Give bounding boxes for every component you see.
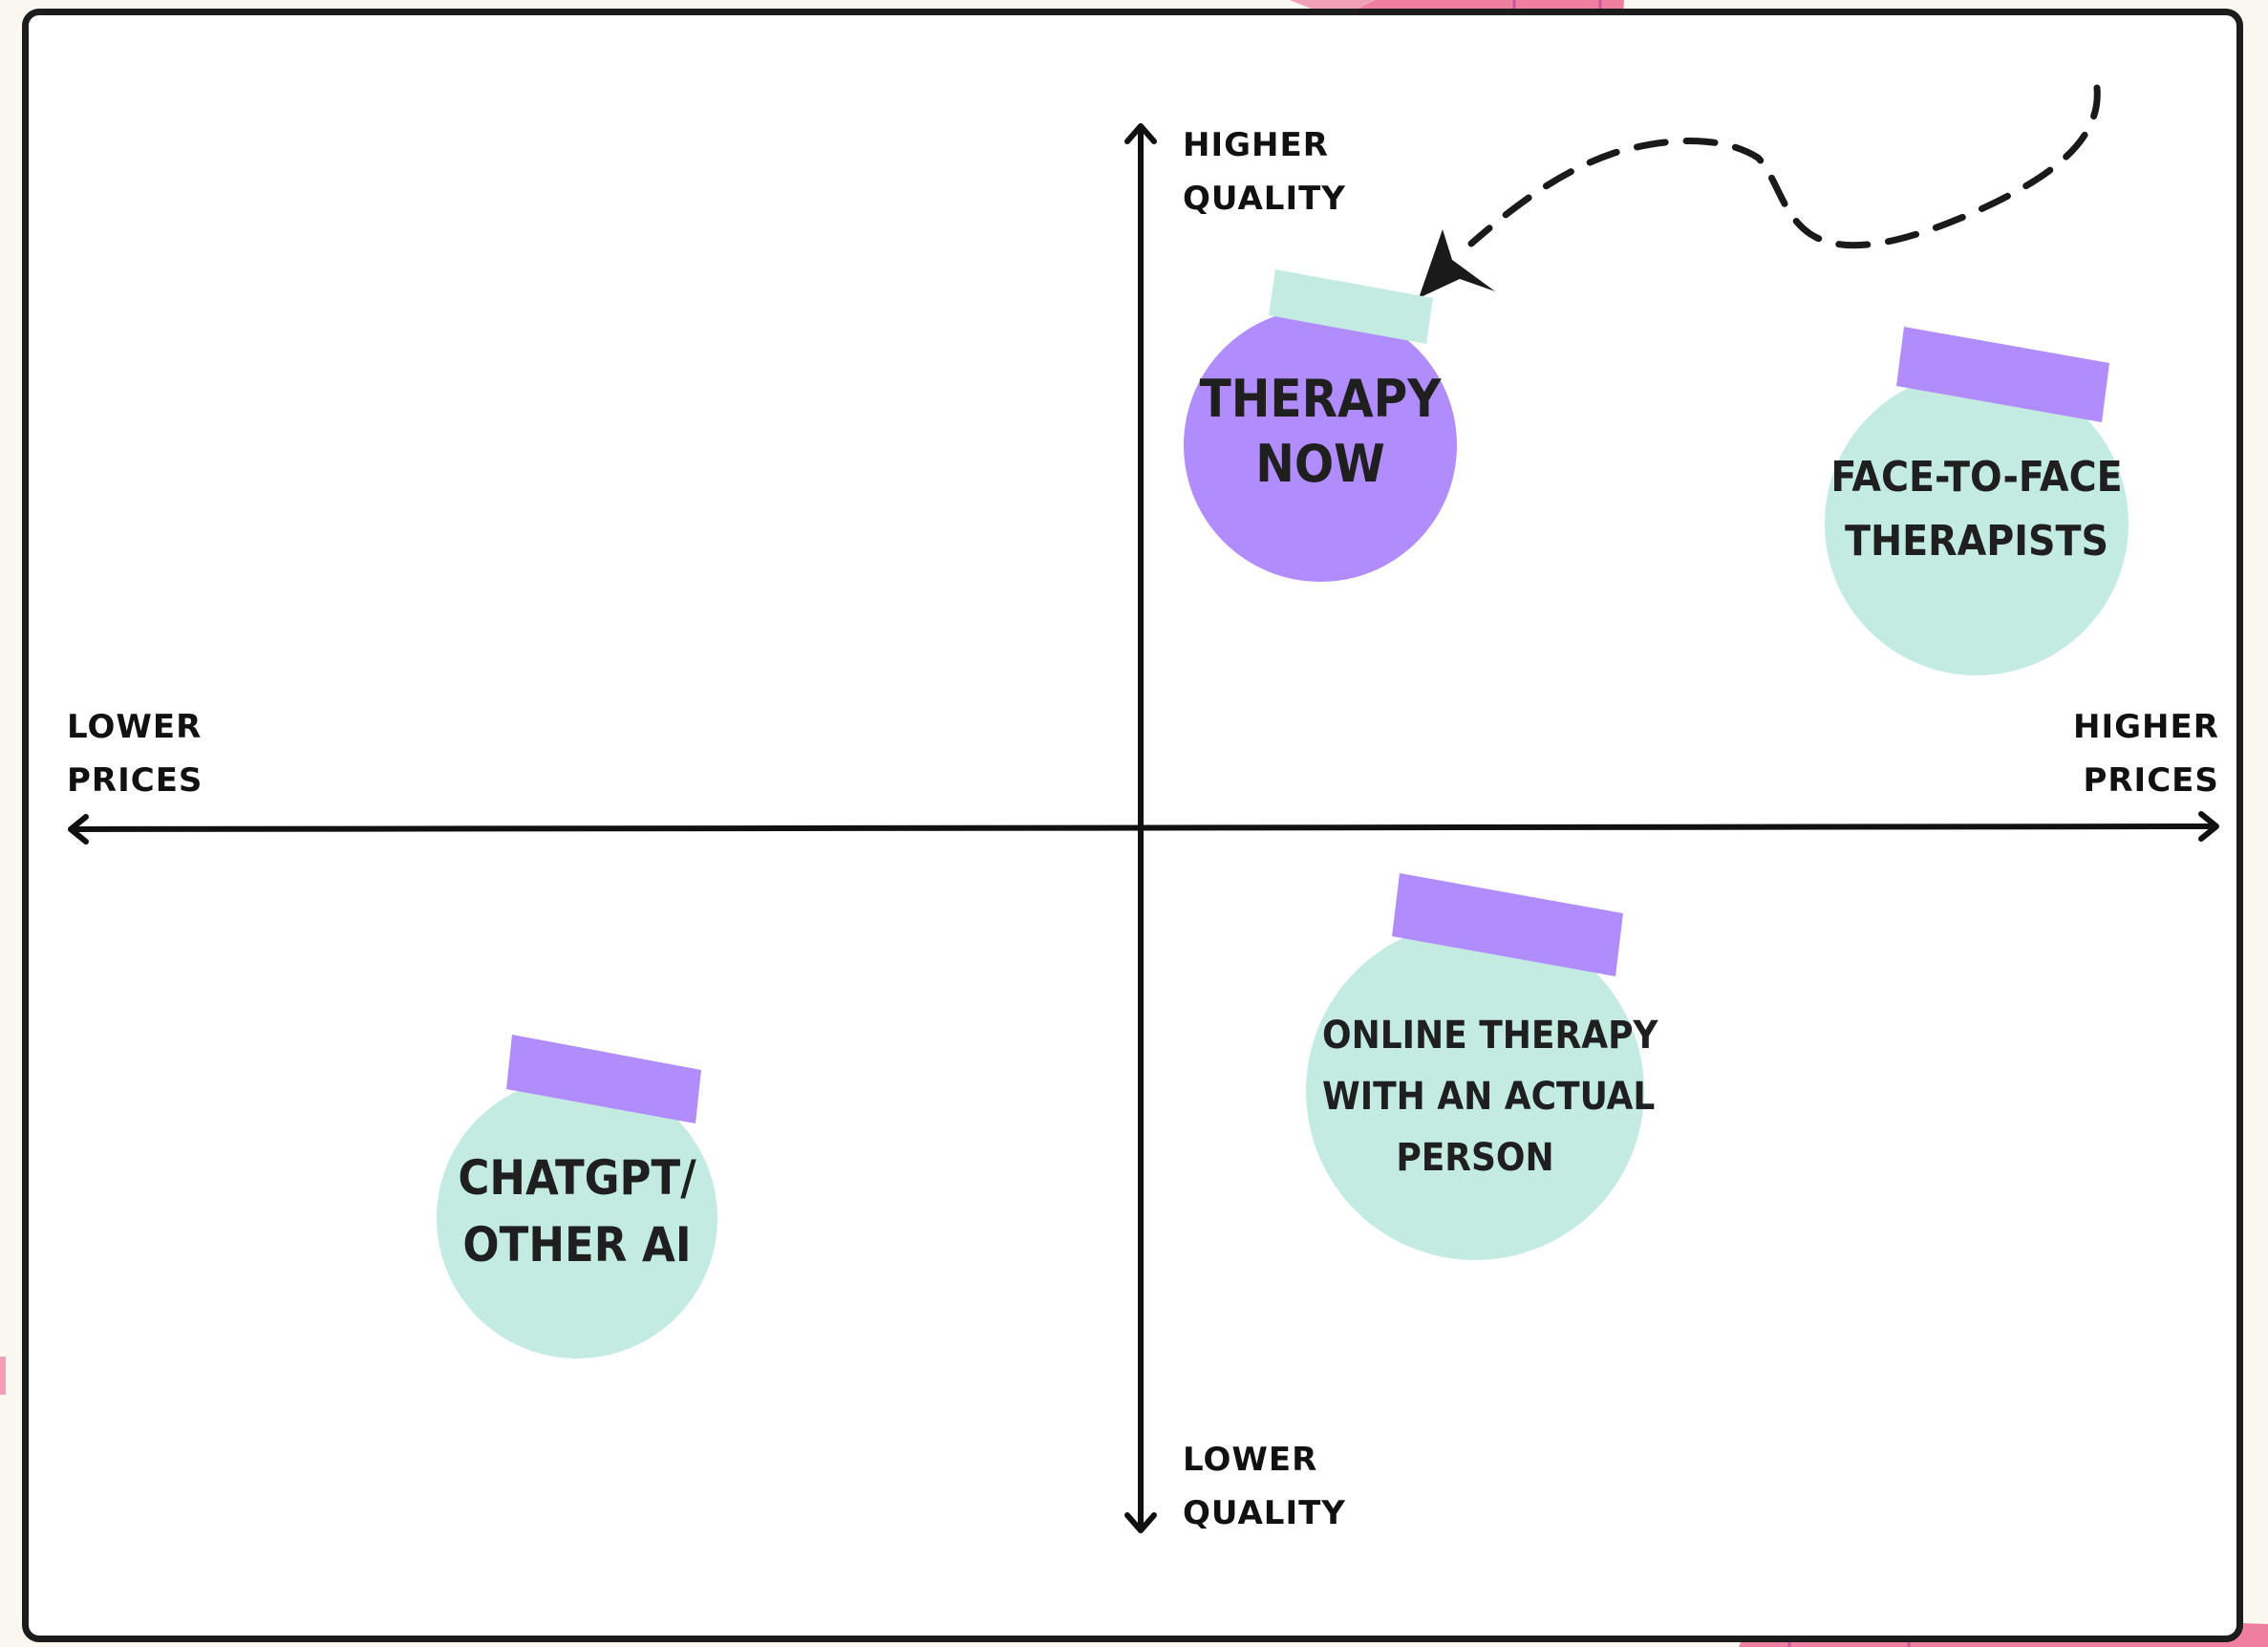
label-therapy-now-line-1: THERAPY — [1187, 367, 1454, 432]
axis-label-bottom: LOWER QUALITY — [1183, 1433, 1346, 1540]
label-online-therapy: ONLINE THERAPY WITH AN ACTUAL PERSON — [1322, 1005, 1628, 1188]
axis-label-left-line-1: LOWER — [67, 700, 203, 754]
axis-label-top-line-1: HIGHER — [1183, 118, 1346, 172]
arrowhead-icon — [1419, 229, 1495, 298]
label-therapy-now-line-2: NOW — [1187, 432, 1454, 497]
label-face-to-face-line-2: THERAPISTS — [1829, 509, 2125, 573]
label-face-to-face: FACE-TO-FACE THERAPISTS — [1829, 445, 2125, 573]
label-chatgpt-line-1: CHATGPT/ — [453, 1144, 701, 1211]
axes — [71, 126, 2216, 1530]
label-online-therapy-line-1: ONLINE THERAPY — [1322, 1005, 1628, 1066]
label-therapy-now: THERAPY NOW — [1187, 367, 1454, 497]
axis-label-bottom-line-2: QUALITY — [1183, 1487, 1346, 1540]
label-online-therapy-line-2: WITH AN ACTUAL — [1322, 1066, 1628, 1127]
dashed-arrow — [1419, 88, 2097, 298]
label-chatgpt: CHATGPT/ OTHER AI — [453, 1144, 701, 1278]
horizontal-axis — [73, 826, 2215, 829]
axis-label-right-line-2: PRICES — [2073, 754, 2219, 807]
axis-label-top-line-2: QUALITY — [1183, 172, 1346, 225]
axis-label-bottom-line-1: LOWER — [1183, 1433, 1346, 1487]
label-online-therapy-line-3: PERSON — [1322, 1127, 1628, 1188]
axis-label-left: LOWER PRICES — [67, 700, 203, 807]
axis-label-top: HIGHER QUALITY — [1183, 118, 1346, 225]
axis-label-right-line-1: HIGHER — [2073, 700, 2219, 754]
label-face-to-face-line-1: FACE-TO-FACE — [1829, 445, 2125, 509]
label-chatgpt-line-2: OTHER AI — [453, 1211, 701, 1278]
axis-label-left-line-2: PRICES — [67, 754, 203, 807]
axis-label-right: HIGHER PRICES — [2073, 700, 2219, 807]
dashed-arrow-path — [1471, 88, 2097, 246]
